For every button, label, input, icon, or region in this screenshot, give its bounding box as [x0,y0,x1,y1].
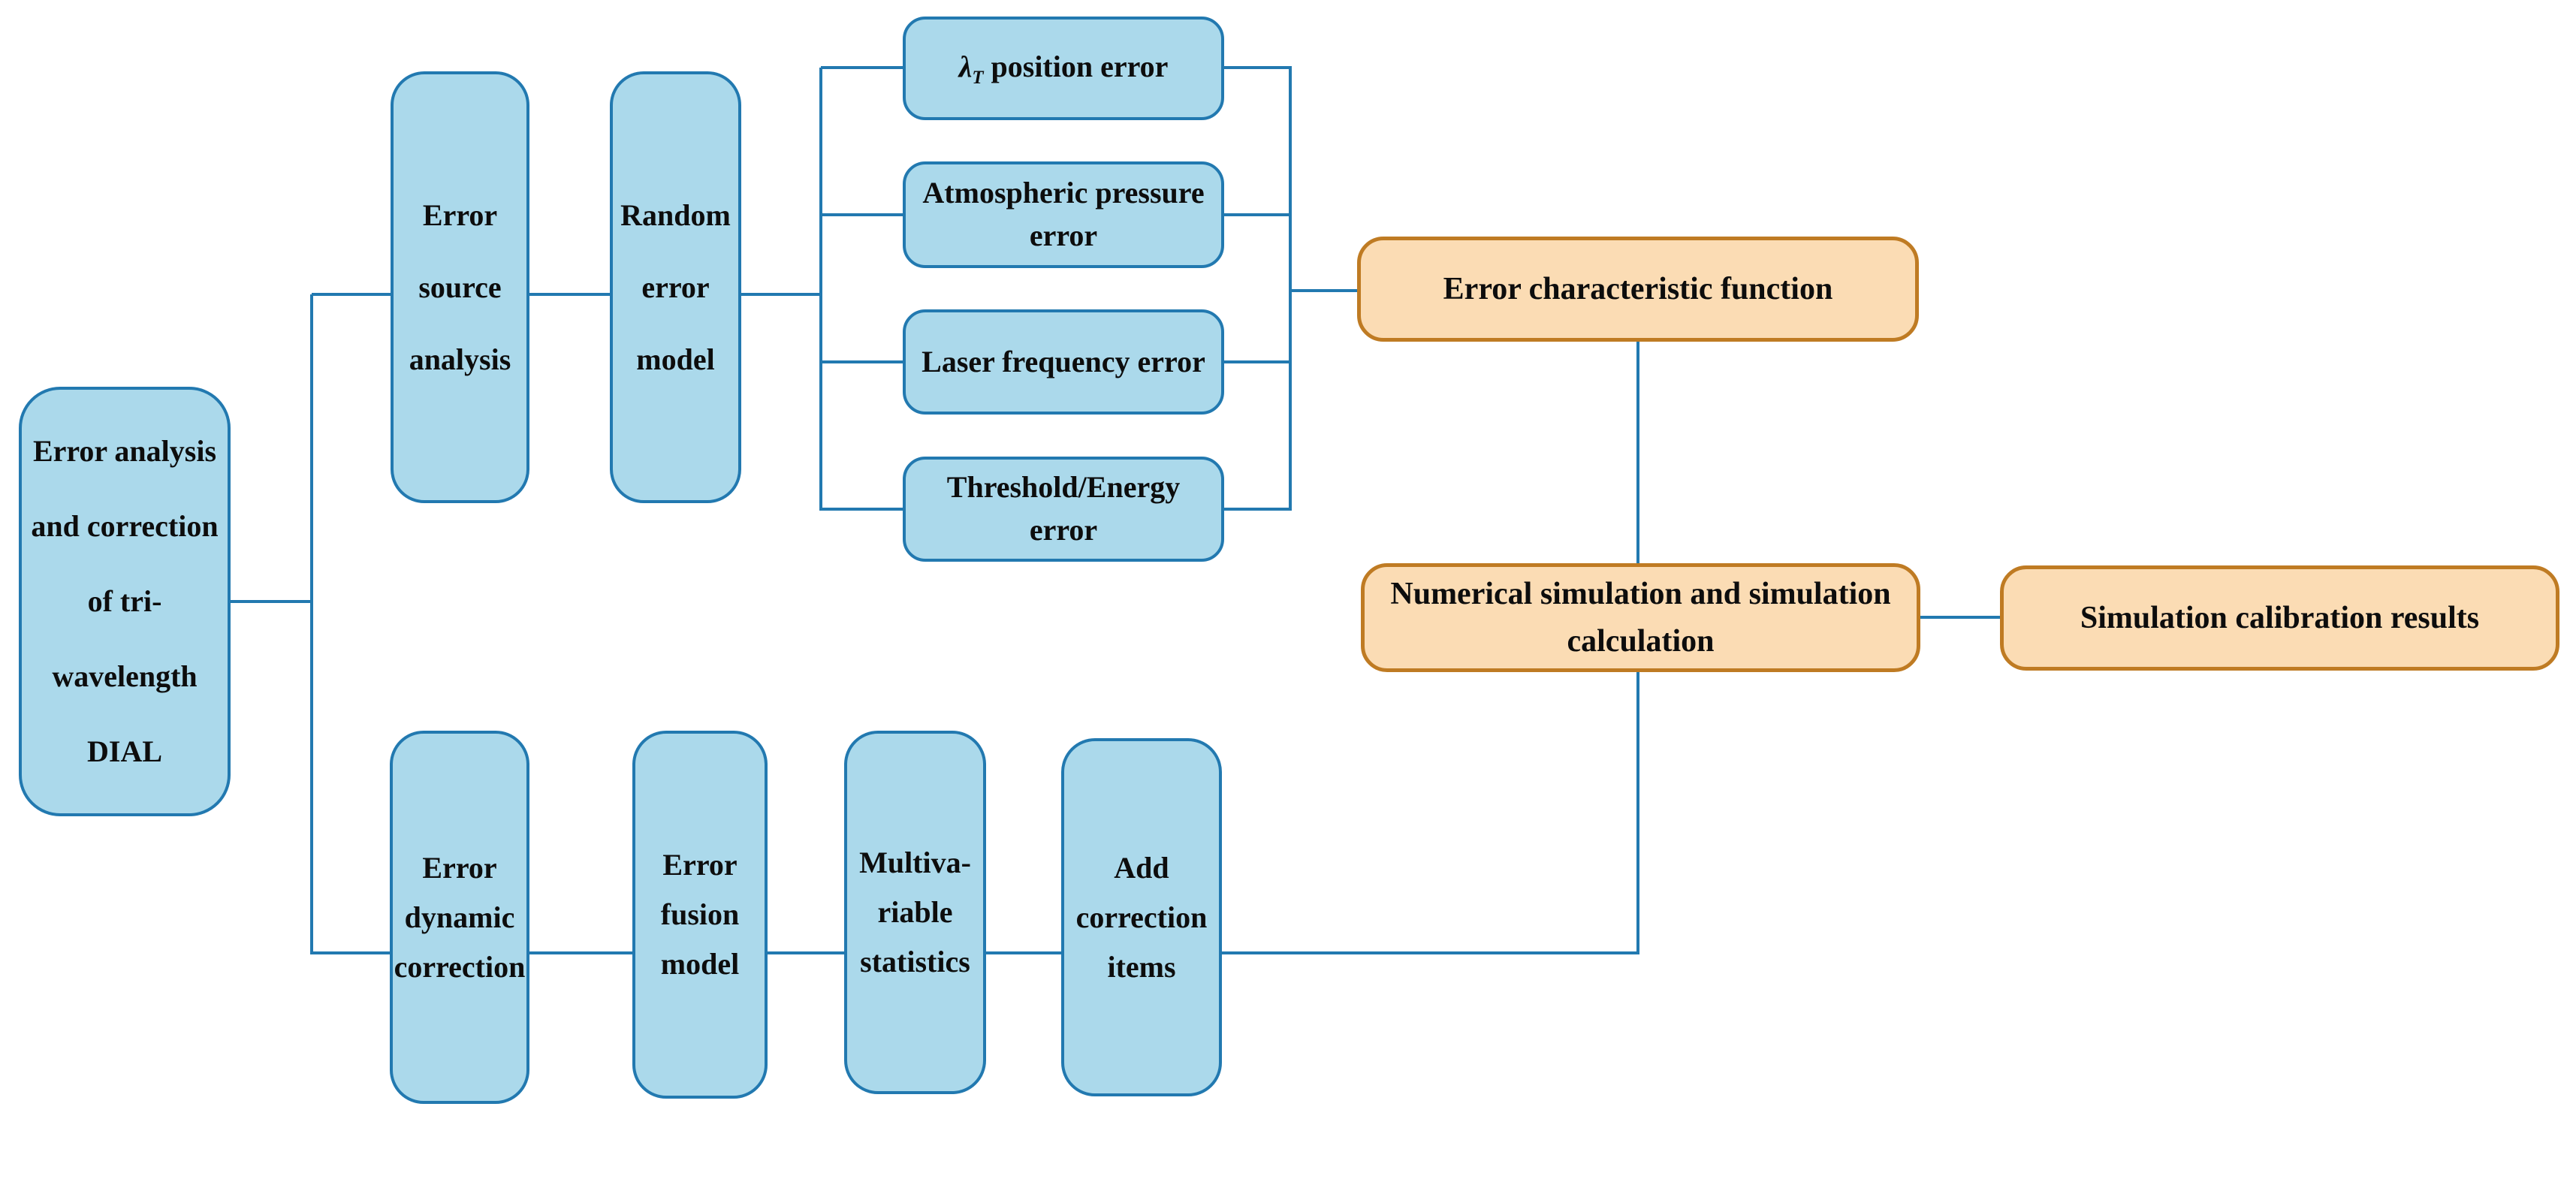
connector-stub-lambda-right [1224,66,1292,69]
connector-characteristic-to-numerical [1636,342,1639,563]
text-line: model [660,947,740,981]
text-line: correction [1075,900,1208,934]
text-line: Error [422,198,498,232]
text-line: dynamic [404,900,515,934]
connector-fusion-to-multivariable [768,951,844,954]
text-line: Simulation calibration results [2080,600,2480,635]
connector-bus-to-characteristic [1290,289,1357,292]
text-line: Error [662,848,738,882]
connector-stub-atmospheric-right [1224,213,1292,216]
connector-main-out [231,600,313,603]
text-line: source [418,270,502,304]
text-line: correction [394,949,526,984]
text-line: error [1029,513,1098,547]
connector-numerical-to-results [1920,616,2000,619]
node-lambda-position-error: λT position error [903,17,1224,120]
node-error-source-analysis: Error source analysis [391,71,529,503]
connector-stub-threshold-left [821,508,903,511]
node-simulation-calibration-results: Simulation calibration results [2000,565,2559,671]
text-line: λT position error [958,49,1169,88]
node-add-correction-items: Add correction items [1061,738,1222,1096]
text-line: DIAL [86,734,163,768]
node-multivariable-statistics: Multiva-riable statistics [844,731,986,1094]
text-line: Error characteristic function [1443,271,1833,306]
node-error-dynamic-correction: Error dynamic correction [390,731,529,1104]
connector-random-to-bus [741,293,822,296]
text-line: analysis [409,342,511,376]
text-line: Random [620,198,731,232]
connector-stub-lambda-left [821,66,903,69]
text-line: Threshold/Energy [946,470,1181,505]
node-numerical-simulation-calculation: Numerical simulation and simulation calcu… [1361,563,1920,672]
connector-stub-laser-left [821,360,903,363]
node-random-error-model: Random error model [610,71,741,503]
text-line: model [636,342,715,376]
connector-add-to-riser [1222,951,1639,954]
connector-bottom-branch [312,951,390,954]
connector-right-bus [1289,66,1292,511]
text-line: Error analysis [32,434,217,468]
text-line: Atmospheric pressure [922,176,1205,210]
node-threshold-energy-error: Threshold/Energy error [903,457,1224,562]
text-line: fusion [660,897,740,931]
connector-stub-laser-right [1224,360,1292,363]
node-laser-frequency-error: Laser frequency error [903,309,1224,415]
text-line: and correction [31,509,219,543]
text-line: Add [1114,850,1169,885]
connector-left-bus [819,68,822,511]
connector-multivariable-to-add [986,951,1061,954]
text-line: error [641,270,710,304]
connector-stub-threshold-right [1224,508,1292,511]
connector-source-to-random [529,293,610,296]
node-error-fusion-model: Error fusion model [632,731,768,1099]
text-line: error [1029,219,1098,252]
lambda-t-symbol: λT [958,49,984,88]
text-line: wavelength [52,659,198,693]
text-line: Error [422,850,497,885]
node-error-analysis-dial: Error analysis and correction of tri-wavel… [19,387,231,816]
connector-numerical-to-bottom [1636,672,1639,954]
text-line: Multiva- [859,846,971,879]
text-line: Laser frequency error [922,344,1205,378]
node-atmospheric-pressure-error: Atmospheric pressure error [903,161,1224,268]
connector-dynamic-to-fusion [529,951,632,954]
text-line: statistics [860,945,970,978]
node-error-characteristic-function: Error characteristic function [1357,237,1919,342]
text-line: calculation [1567,623,1715,659]
text-line: of tri- [87,584,162,618]
connector-stub-atmospheric-left [821,213,903,216]
text-line: riable [877,895,953,929]
connector-trunk-vertical [310,294,313,954]
connector-top-branch [312,293,391,296]
text-line: items [1107,949,1176,984]
text-line: Numerical simulation and simulation [1390,576,1891,611]
